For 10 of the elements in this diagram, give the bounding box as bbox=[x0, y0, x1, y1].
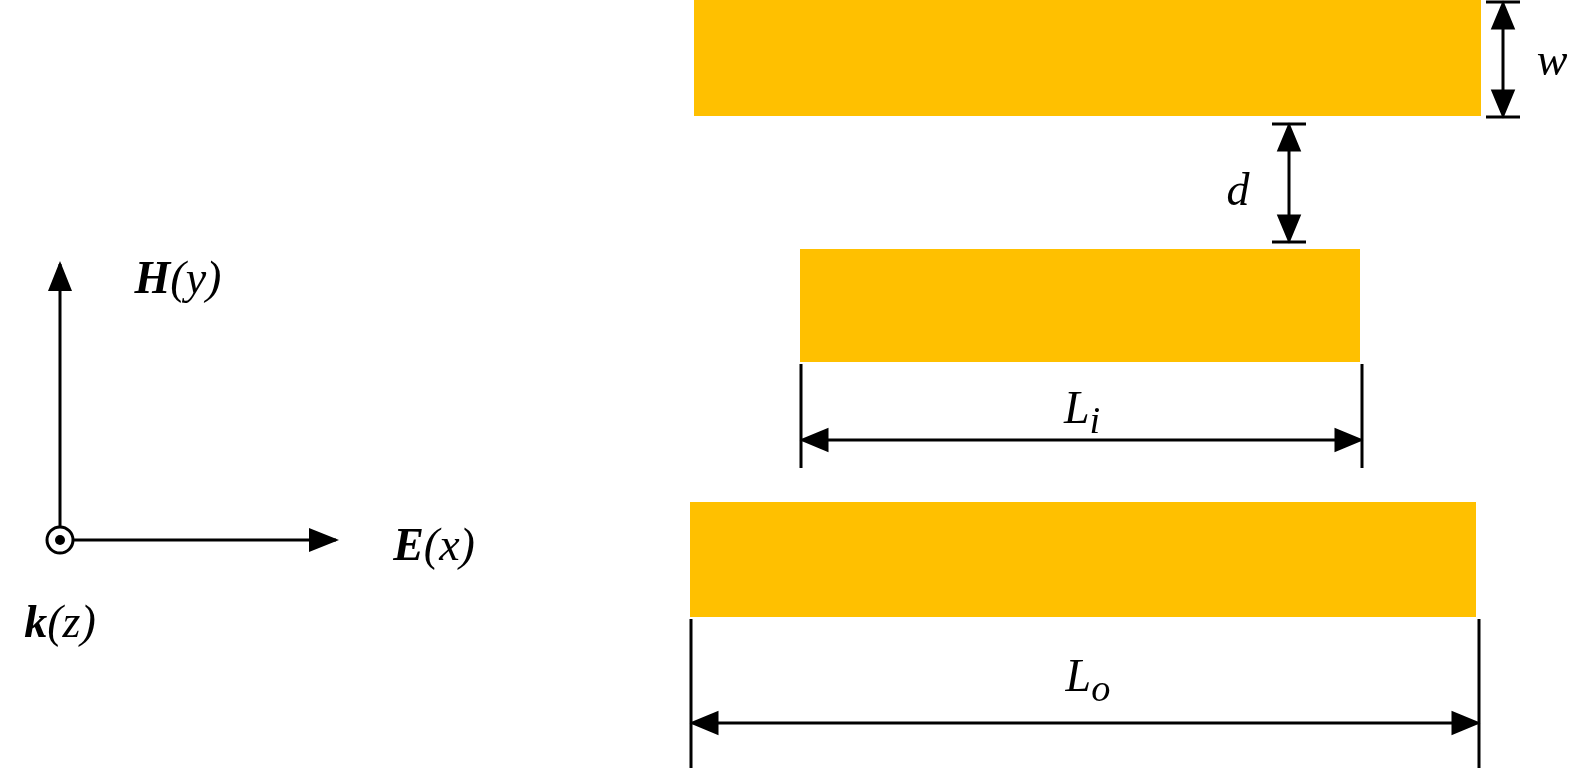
axis-label: k(z) bbox=[24, 599, 96, 645]
dimension-label: d bbox=[1226, 167, 1250, 213]
axis-label: E(x) bbox=[393, 522, 475, 568]
dimension-label: L$_{i}$ bbox=[1063, 384, 1101, 440]
axis-label: H(y) bbox=[134, 255, 222, 301]
metal-strip bbox=[690, 502, 1476, 617]
dimension-label: L$_{o}$ bbox=[1065, 652, 1111, 708]
metal-strip bbox=[694, 0, 1481, 116]
metal-strip bbox=[800, 249, 1360, 362]
dimension-label: w bbox=[1536, 37, 1568, 83]
